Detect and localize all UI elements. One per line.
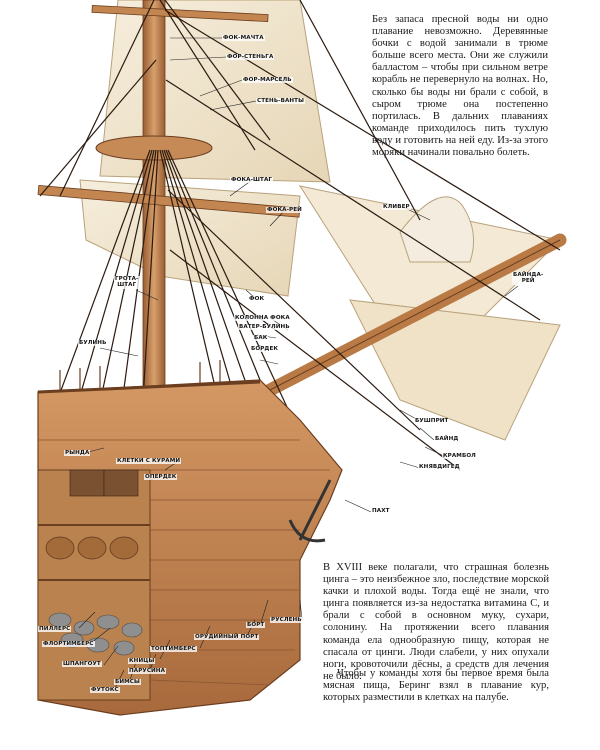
label-pakht: ПАХТ (371, 508, 391, 515)
bowsprit-outline (269, 239, 561, 391)
chicken-coops (69, 469, 139, 497)
label-fok: ФОК (248, 296, 266, 303)
furled-jib (399, 196, 475, 263)
label-sten-vanty: СТЕНЬ-ВАНТЫ (256, 98, 305, 105)
text-paragraph-scurvy: В XVIII веке полагали, что страшная боле… (323, 562, 549, 682)
label-bordek: БОРДЕК (250, 346, 280, 353)
spars (37, 0, 567, 461)
text-paragraph-chickens: Чтобы у команды хотя бы первое время был… (323, 668, 549, 704)
label-bimsy: БИМСЫ (114, 679, 141, 686)
label-kliver: КЛИВЕР (382, 204, 411, 211)
label-knyavdiged: КНЯВДИГЕД (418, 464, 461, 471)
label-bindarey-line2: РЕЙ (521, 278, 535, 285)
label-bindarey: БАЙНДА-РЕЙ (512, 272, 545, 285)
label-foka-shtag: ФОКА-ШТАГ (230, 177, 274, 184)
label-kolonna-foka: КОЛОННА ФОКА (234, 315, 291, 322)
fighting-top (95, 135, 213, 161)
deck-railing (37, 360, 261, 394)
label-grota-shtag-line1: ГРОТА- (115, 276, 139, 282)
water-barrels (45, 536, 139, 560)
label-parusina: ПАРУСИНА (128, 668, 167, 675)
label-for-marsel: ФОР-МАРСЕЛЬ (242, 77, 293, 84)
label-flortimbers: ФЛОРТИМБЕРС (42, 641, 95, 648)
anchor (288, 479, 332, 543)
label-bushprit: БУШПРИТ (414, 418, 450, 425)
label-fok-machta: ФОК-МАЧТА (222, 35, 265, 42)
label-for-stenga: ФОР-СТЕНЬГА (226, 54, 275, 61)
label-kletki-s-kurami: КЛЕТКИ С КУРАМИ (116, 458, 182, 465)
jib-sail (349, 299, 561, 441)
label-piljers: ПИЛЛЕРС (38, 626, 72, 633)
label-vater-buling: ВАТЕР-БУЛИНЬ (238, 324, 291, 331)
label-rusleny: РУСЛЕНЬ (270, 617, 303, 624)
label-foka-rey: ФОКА-РЕЙ (266, 207, 303, 214)
upper-yard (91, 4, 269, 23)
label-bindarey-line1: БАЙНДА- (513, 272, 544, 278)
label-shpangout: ШПАНГОУТ (62, 661, 102, 668)
label-bak: БАК (253, 335, 269, 342)
label-futoks: ФУТОКС (90, 687, 120, 694)
label-grota-shtag: ГРОТА-ШТАГ (114, 276, 140, 289)
label-operdek: ОПЕРДЕК (144, 474, 178, 481)
text-paragraph-fresh-water: Без запаса пресной воды ни одно плавание… (372, 14, 548, 159)
label-orudiyny-port: ОРУДИЙНЫЙ ПОРТ (194, 634, 260, 641)
label-toptimbers: ТОПТИМБЕРС (150, 646, 197, 653)
label-buling: БУЛИНЬ (78, 340, 108, 347)
hull (37, 360, 343, 716)
label-knicy: КНИЦЫ (128, 658, 156, 665)
label-krambol: КРАМБОЛ (442, 453, 477, 460)
label-baynd: БАЙНД (434, 436, 460, 443)
label-grota-shtag-line2: ШТАГ (117, 282, 137, 289)
label-rynda: РЫНДА (64, 450, 91, 457)
label-bort: БОРТ (246, 622, 266, 629)
